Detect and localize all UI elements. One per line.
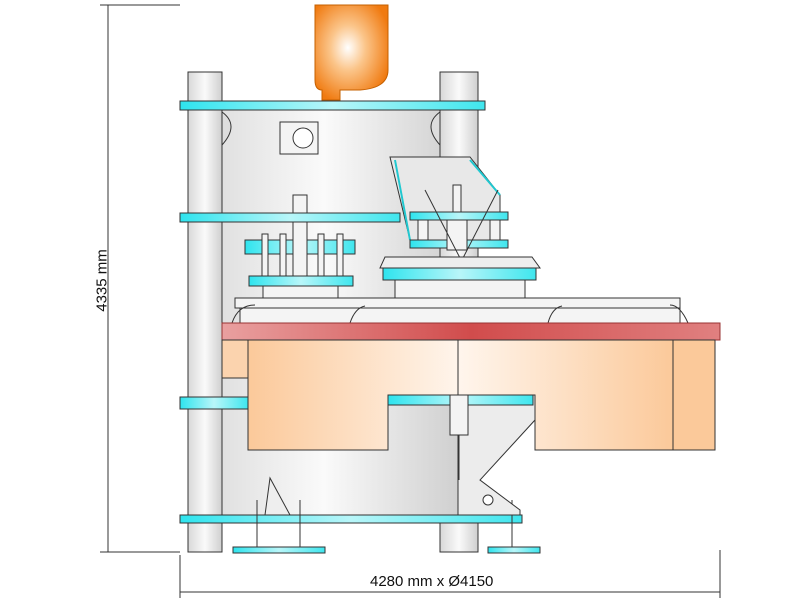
foot-left: [187, 522, 223, 553]
bracket-left: [221, 111, 232, 147]
base-plate-left: [232, 546, 326, 554]
left-base-strip: [221, 339, 249, 379]
hydraulic-cylinder: [314, 4, 389, 101]
turntable: [231, 297, 689, 324]
height-dimension-label: 4335 mm: [93, 249, 111, 312]
rotary-table: [221, 322, 721, 341]
foot-right: [439, 522, 479, 553]
middle-crossbar: [179, 212, 401, 223]
right-base-block: [672, 339, 716, 451]
left-column: [187, 74, 223, 546]
top-block-left: [187, 71, 223, 103]
gusset-plate: [264, 476, 291, 516]
window-circle: [292, 127, 314, 149]
width-dimension-label: 4280 mm x Ø4150: [370, 573, 494, 590]
ejector-cylinder: [449, 394, 469, 436]
lower-crossbar: [179, 396, 249, 410]
width-dimension: [179, 550, 721, 598]
top-crossbar: [179, 100, 486, 111]
lower-support-frame: [457, 394, 536, 516]
base-plate-right: [487, 546, 541, 554]
bracket-right: [430, 111, 441, 147]
bottom-crossbar: [179, 514, 523, 524]
pivot-hole: [482, 494, 494, 506]
left-press-tool: [244, 194, 356, 299]
height-dimension: [100, 4, 180, 553]
top-block-right: [439, 71, 479, 103]
right-press-unit: [379, 156, 541, 299]
